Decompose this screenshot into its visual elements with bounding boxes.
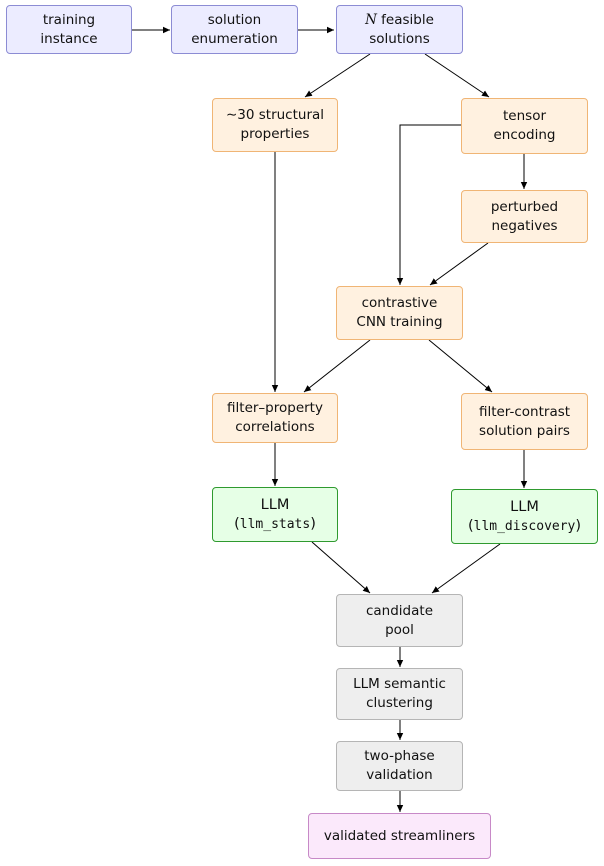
variable-n: N <box>365 11 377 28</box>
edge-solutions-to-properties <box>304 53 371 98</box>
node-validated-streamliners: validated streamliners <box>308 813 491 859</box>
node-llm-semantic-clustering: LLM semantic clustering <box>336 668 463 720</box>
edge-llm-discovery-to-pool <box>431 543 501 594</box>
node-solution-enumeration: solution enumeration <box>171 5 298 54</box>
node-perturbed-negatives: perturbed negatives <box>461 190 588 243</box>
node-tensor-encoding: tensor encoding <box>461 98 588 154</box>
node-two-phase-validation: two-phase validation <box>336 741 463 791</box>
edge-llm-stats-to-pool <box>311 541 371 594</box>
node-feasible-solutions: N feasible solutions <box>336 5 463 54</box>
edge-solutions-to-tensor <box>424 53 490 98</box>
node-candidate-pool: candidate pool <box>336 594 463 647</box>
llm-stats-code: llm_stats <box>239 516 311 532</box>
edge-perturbed-to-contrastive <box>429 242 489 286</box>
node-filter-contrast-solution-pairs: filter-contrast solution pairs <box>461 393 588 450</box>
node-contrastive-cnn-training: contrastive CNN training <box>336 286 463 340</box>
node-training-instance: training instance <box>6 5 132 54</box>
edge-contrastive-to-pairs <box>428 339 493 393</box>
edge-contrastive-to-correlations <box>303 339 371 393</box>
node-llm-discovery: LLM (llm_discovery) <box>451 489 598 544</box>
node-structural-properties: ∼30 structural properties <box>212 98 338 152</box>
node-filter-property-correlations: filter–property correlations <box>212 393 338 443</box>
edge-tensor-to-contrastive <box>396 124 461 285</box>
llm-discovery-code: llm_discovery <box>473 518 576 534</box>
node-llm-stats: LLM (llm_stats) <box>212 487 338 542</box>
